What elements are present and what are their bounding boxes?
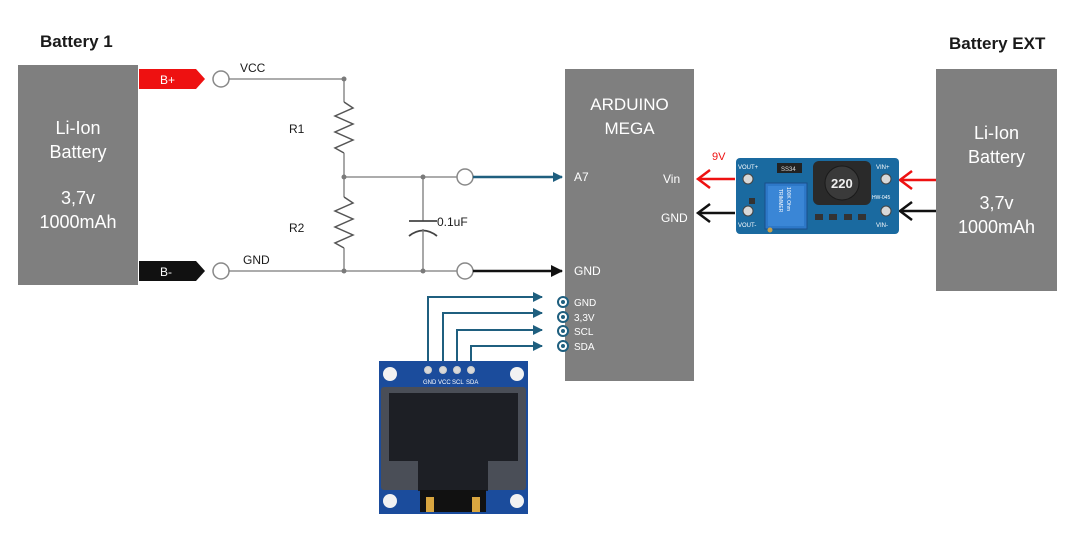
battery-ext-type-line2: Battery bbox=[967, 147, 1026, 167]
i2c-pin-gnd: GND bbox=[574, 298, 596, 309]
oled-display-module: GND VCC SCL SDA bbox=[379, 361, 528, 514]
battery1-title: Battery 1 bbox=[40, 32, 113, 51]
b-minus-tag: B- bbox=[139, 261, 205, 281]
cap-value-label: 0.1uF bbox=[437, 215, 468, 229]
battery-ext-title: Battery EXT bbox=[949, 34, 1046, 53]
battery1-type-line2: Battery bbox=[49, 142, 107, 162]
i2c-pin-sda: SDA bbox=[574, 342, 595, 353]
boost-voltage-label: 9V bbox=[712, 151, 726, 163]
i2c-pin-header bbox=[557, 296, 569, 352]
battery1-voltage: 3,7v bbox=[60, 188, 96, 208]
vin-minus-label: VIN- bbox=[876, 223, 888, 229]
b-plus-tag: B+ bbox=[139, 69, 205, 89]
inductor-label: 220 bbox=[831, 176, 853, 191]
vout-minus-label: VOUT- bbox=[738, 223, 756, 229]
battery-ext-block: Li-Ion Battery 3,7v 1000mAh bbox=[936, 69, 1057, 291]
pin-vin-label: Vin bbox=[663, 172, 680, 186]
capacitor bbox=[408, 177, 438, 271]
boost-converter-board: VOUT+ VOUT- VIN+ VIN- SS34 220 100K Ohm … bbox=[736, 158, 899, 234]
oled-pin-sda: SDA bbox=[466, 380, 478, 386]
b-minus-label: B- bbox=[160, 265, 172, 279]
battery1-type-line1: Li-Ion bbox=[55, 118, 101, 138]
boost-model-label: HW-045 bbox=[872, 195, 890, 201]
oled-screen bbox=[389, 393, 518, 461]
arduino-title-line1: ARDUINO bbox=[590, 95, 669, 114]
vout-plus-label: VOUT+ bbox=[738, 165, 759, 171]
oled-pin-scl: SCL bbox=[452, 380, 464, 386]
gnd-terminal bbox=[212, 262, 230, 280]
arduino-mega-block: ARDUINO MEGA bbox=[565, 69, 694, 381]
boost-chip-label: SS34 bbox=[781, 167, 796, 173]
pin-gnd-label: GND bbox=[574, 264, 601, 278]
oled-pin-vcc: VCC bbox=[438, 380, 451, 386]
resistor-r1 bbox=[333, 79, 355, 177]
trimmer-label-2: TRIMMER bbox=[777, 189, 783, 213]
battery1-block: Li-Ion Battery 3,7v 1000mAh bbox=[18, 65, 138, 285]
battery-ext-type-line1: Li-Ion bbox=[973, 123, 1020, 143]
r2-label: R2 bbox=[289, 221, 305, 235]
vin-plus-label: VIN+ bbox=[876, 165, 890, 171]
battery1-capacity: 1000mAh bbox=[39, 212, 117, 232]
oled-pin-gnd: GND bbox=[423, 380, 437, 386]
vcc-terminal bbox=[212, 70, 230, 88]
battery-ext-voltage: 3,7v bbox=[979, 193, 1014, 213]
i2c-pin-scl: SCL bbox=[574, 327, 594, 338]
vcc-label: VCC bbox=[240, 61, 266, 75]
battery-ext-capacity: 1000mAh bbox=[957, 217, 1036, 237]
r1-label: R1 bbox=[289, 122, 305, 136]
arduino-title-line2: MEGA bbox=[604, 119, 655, 138]
i2c-pin-3v3: 3,3V bbox=[574, 313, 595, 324]
pin-a7-label: A7 bbox=[574, 170, 589, 184]
gnd-terminal-2 bbox=[456, 262, 474, 280]
a7-terminal bbox=[456, 168, 474, 186]
b-plus-label: B+ bbox=[160, 73, 175, 87]
trimmer-label-1: 100K Ohm bbox=[785, 187, 791, 211]
gnd-label: GND bbox=[243, 253, 270, 267]
i2c-wires bbox=[427, 292, 543, 368]
resistor-r2 bbox=[333, 177, 355, 271]
pin-gnd-right-label: GND bbox=[661, 211, 688, 225]
